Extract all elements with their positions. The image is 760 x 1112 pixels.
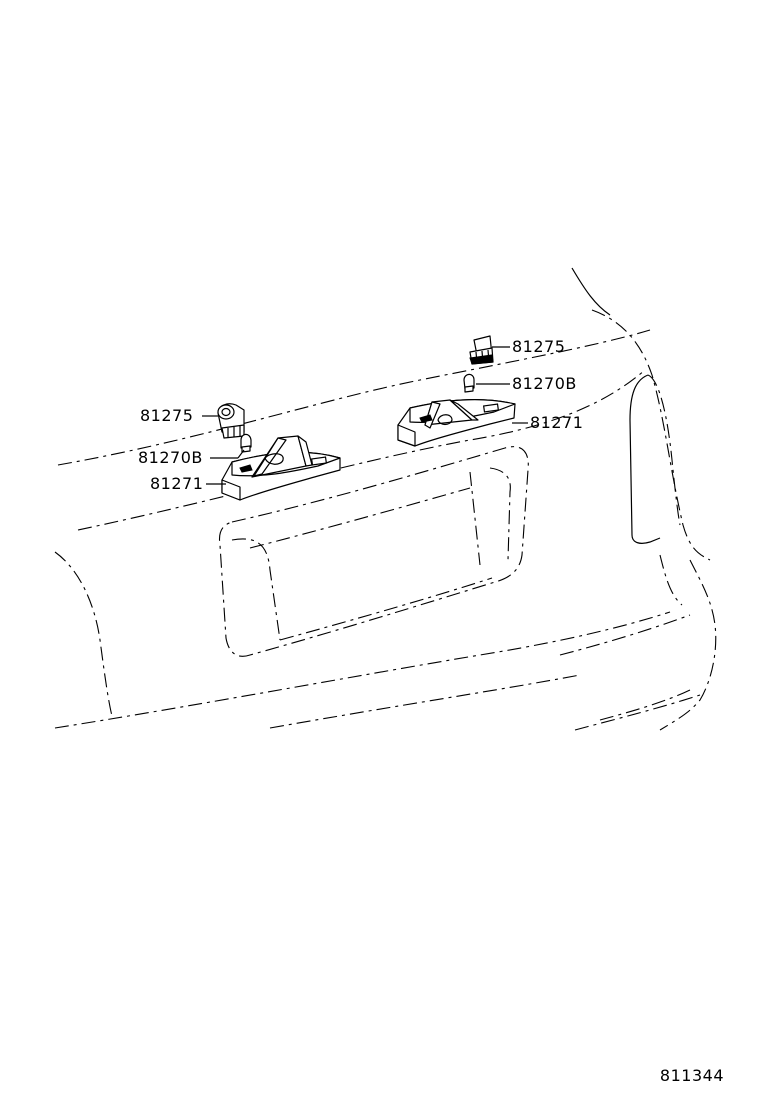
vehicle-body-outline [54,267,717,731]
callout-left-socket: 81275 [140,406,194,425]
reference-number: 811344 [659,1066,724,1085]
left-socket-icon [217,403,245,439]
right-license-lamp-assembly [397,335,516,447]
callout-left-bulb: 81270B [138,448,203,467]
left-bulb-icon [240,433,252,453]
callout-right-bulb: 81270B [512,374,577,393]
leader-lines [202,346,528,485]
left-license-lamp-assembly [217,403,341,501]
callout-right-lamp: 81271 [530,413,584,432]
left-lamp-icon [221,435,341,501]
right-bulb-icon [463,373,475,393]
right-socket-icon [469,335,494,365]
right-lamp-icon [397,399,516,447]
callout-right-socket: 81275 [512,337,566,356]
callout-left-lamp: 81271 [150,474,204,493]
